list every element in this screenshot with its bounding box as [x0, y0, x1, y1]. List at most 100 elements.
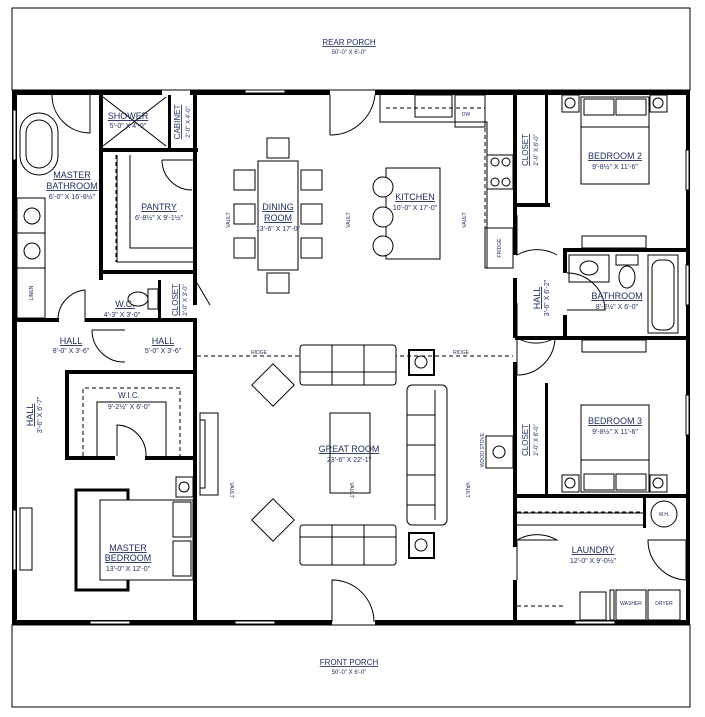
stool-icon: [372, 235, 394, 257]
toilet-icon: [618, 265, 636, 289]
bathtub-icon: [19, 112, 59, 176]
hall-mid-name: HALL: [152, 336, 175, 346]
dw-label: DW: [462, 112, 471, 118]
bathtub-icon: [647, 254, 679, 334]
armchair-icon: [251, 363, 295, 407]
ridge-label: RIDGE: [453, 350, 470, 356]
sectional-sofa-icon: [406, 384, 448, 526]
master-bedroom-name2: BEDROOM: [105, 553, 152, 563]
wood-stove-label: WOOD STOVE: [480, 432, 486, 467]
coffee-table-icon: [329, 412, 371, 494]
water-heater-label: W.H.: [659, 512, 670, 518]
vault-label: VAULT: [348, 482, 354, 497]
bedroom2-bed-icon: [561, 94, 668, 185]
kitchen-name: KITCHEN: [395, 192, 435, 202]
front-porch-dims: 50'-0" X 6'-0": [332, 670, 367, 676]
sink-icon: [23, 242, 41, 260]
hall-vertical-dims: 3'-6" X 6'-7": [37, 396, 44, 433]
wic-dims: 9'-2½" X 6'-0": [108, 403, 151, 411]
sofa-icon: [299, 524, 397, 566]
bedroom2-dims: 9'-8½" X 11'-6": [592, 163, 638, 171]
lamp-table-icon: [408, 349, 435, 376]
rear-porch-dims: 50'-0" X 6'-0": [332, 50, 367, 56]
front-porch-name: FRONT PORCH: [320, 658, 379, 667]
washer-icon: [615, 589, 647, 621]
hall-left-name: HALL: [60, 336, 83, 346]
hall-left-dims: 8'-0" X 3'-6": [53, 348, 90, 355]
windows: [12, 89, 690, 625]
bedroom3-dims: 9'-8½" X 11'-6": [592, 428, 638, 436]
fridge-icon: [484, 227, 514, 269]
master-bath-dims: 6'-0" X 16'-8½": [49, 193, 96, 201]
shower-name: SHOWER: [108, 111, 149, 121]
hall-right-dims: 3'-6" X 6'-2": [544, 279, 551, 316]
bedroom3-bed-icon: [561, 404, 668, 493]
dining-dims: 13'-6" X 17'-0": [256, 226, 301, 233]
master-bath-name1: MASTER: [53, 170, 91, 180]
great-room-name: GREAT ROOM: [319, 444, 380, 454]
bathroom-fixtures: [568, 235, 679, 353]
sink-icon: [579, 260, 599, 276]
bathroom-dims: 8'-2½" X 6'-0": [596, 303, 639, 311]
closet-bed3-dims: 2'-0" X 8'-0": [534, 424, 540, 455]
rear-porch-name: REAR PORCH: [322, 38, 376, 47]
laundry-fixtures: [517, 498, 681, 621]
interior-walls: [17, 95, 690, 622]
sink-icon: [23, 207, 41, 225]
stool-icon: [372, 206, 394, 228]
washer-label: WASHER: [620, 601, 642, 607]
hall-vertical-name: HALL: [25, 404, 35, 427]
kitchen-counters: [372, 94, 514, 269]
laundry-dims: 12'-0" X 9'-0½": [570, 557, 617, 565]
dresser-icon: [19, 507, 33, 571]
great-room-dims: 23'-6" X 22'-1": [327, 457, 372, 464]
tv-console-icon: [199, 412, 219, 496]
dryer-icon: [647, 589, 681, 621]
sofa-icon: [299, 344, 397, 386]
bedroom2-name: BEDROOM 2: [588, 151, 642, 161]
bedroom3-name: BEDROOM 3: [588, 416, 642, 426]
bathroom-name: BATHROOM: [591, 291, 642, 301]
hall-right-name: HALL: [532, 287, 542, 310]
shower-drain-lines: [102, 96, 167, 147]
doors: [51, 94, 687, 623]
rear-porch-outline: [11, 7, 691, 91]
dining-name2: ROOM: [264, 213, 292, 223]
stool-icon: [372, 176, 394, 198]
pantry-dims: 6'-8½" X 9'-1½": [135, 214, 184, 222]
vault-labels: VAULT VAULT VAULT VAULT VAULT VAULT: [226, 212, 470, 497]
fridge-label: FRIDGE: [497, 238, 503, 258]
vault-label: VAULT: [226, 212, 232, 227]
front-porch-outline: [11, 624, 691, 708]
kitchen-dims: 10'-0" X 17'-0": [393, 205, 438, 212]
master-bath-name2: BATHROOM: [46, 181, 97, 191]
master-bedroom-dims: 13'-0" X 12'-0": [106, 566, 151, 573]
ridge-label: RIDGE: [251, 350, 268, 356]
linen-label: LINEN: [29, 285, 35, 300]
dryer-label: DRYER: [655, 601, 673, 607]
master-bedroom-name1: MASTER: [109, 543, 147, 553]
vault-label: VAULT: [464, 482, 470, 497]
utility-sink-icon: [579, 591, 607, 621]
dining-table-icon: [233, 137, 323, 294]
shower-dims: 5'-0" X 4'-0": [110, 123, 147, 130]
wc-dims: 4'-3" X 3'-0": [104, 312, 141, 319]
water-heater-icon: [650, 500, 678, 528]
master-bath-fixtures: [16, 112, 59, 319]
lamp-table-icon: [408, 532, 435, 559]
closet-wc-name: CLOSET: [171, 284, 180, 316]
vault-label: VAULT: [346, 212, 352, 227]
range-icon: [486, 154, 514, 190]
dining-name1: DINING: [262, 202, 294, 212]
closet-bed2-name: CLOSET: [521, 134, 530, 166]
nightstand-lamp-icon: [175, 476, 194, 498]
armchair-icon: [251, 498, 295, 542]
hall-mid-dims: 5'-0" X 3'-6": [145, 348, 182, 355]
pantry-name: PANTRY: [141, 202, 177, 212]
kitchen-island: [385, 167, 441, 260]
laundry-name: LAUNDRY: [572, 545, 615, 555]
vault-label: VAULT: [462, 212, 468, 227]
closet-wc-dims: 2'-0" X 3'-0": [183, 284, 189, 315]
pantry-shelves: [116, 155, 193, 263]
